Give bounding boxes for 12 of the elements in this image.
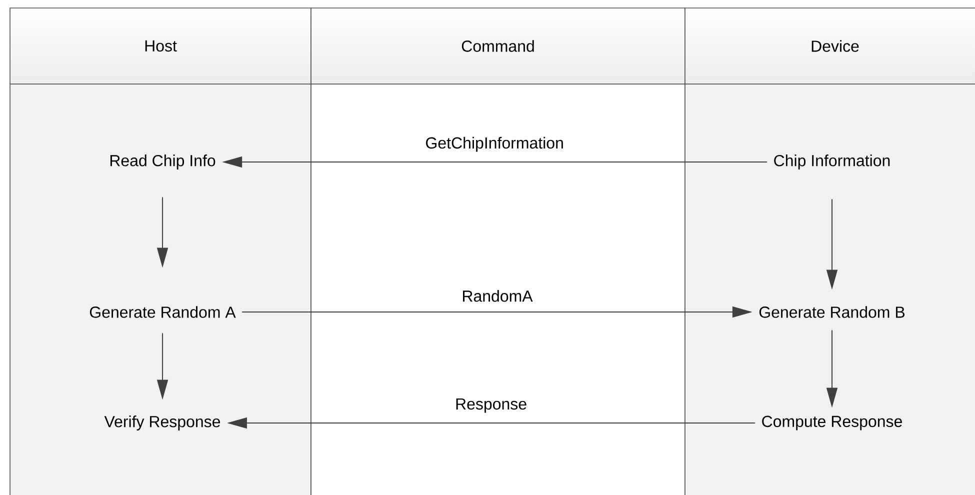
edge-label: RandomA (460, 289, 534, 303)
step-label: Chip Information (774, 154, 890, 170)
lane-header: Device (684, 8, 975, 84)
step-label: Compute Response (762, 416, 902, 430)
edge-label: Response (454, 397, 528, 414)
step-label: Generate Random B (759, 306, 904, 318)
step-label: Generate Random A (90, 306, 236, 318)
step-label: Read Chip Info (110, 154, 216, 170)
lane-header: Command (310, 8, 686, 84)
lane-header: Host (10, 8, 312, 84)
edge-label: GetChipInformation (424, 136, 565, 153)
step-label: Verify Response (104, 416, 220, 430)
